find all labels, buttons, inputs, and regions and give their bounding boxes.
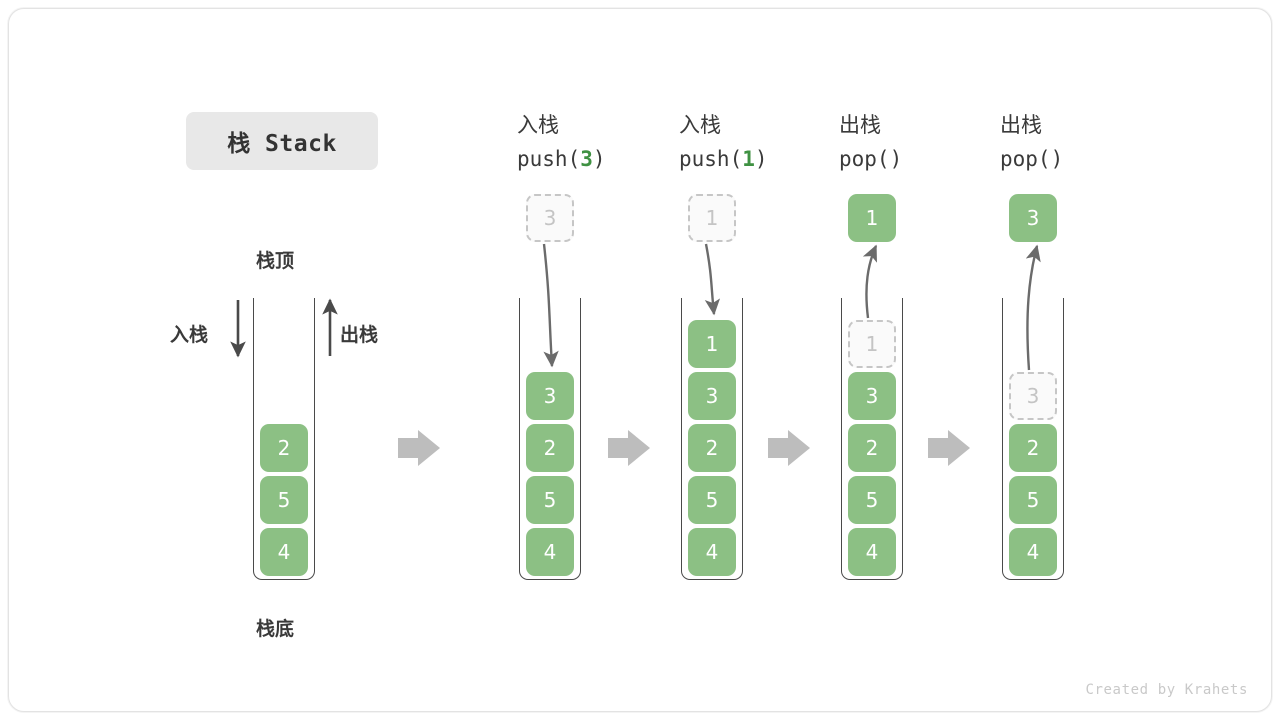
stack-cell: 5 (526, 476, 574, 524)
stack-cell: 4 (526, 528, 574, 576)
step-header-line2: push(3) (517, 142, 606, 176)
step-header: 出栈 pop() (1000, 108, 1063, 176)
floating-cell: 1 (688, 194, 736, 242)
stack-cell: 1 (688, 320, 736, 368)
floating-cell: 3 (526, 194, 574, 242)
step-op-arg: 3 (580, 147, 593, 171)
stack-container (841, 298, 903, 580)
step-header-line1: 出栈 (1000, 113, 1042, 137)
stack-cell: 5 (848, 476, 896, 524)
step-op-close: ) (592, 147, 606, 171)
base-stack-container (253, 298, 315, 580)
step-op-name: push( (517, 147, 581, 171)
push-direction-label: 入栈 (170, 324, 209, 346)
step-header-line1: 入栈 (679, 113, 721, 137)
step-op-close: ) (1050, 147, 1064, 171)
step-header: 出栈 pop() (839, 108, 902, 176)
stack-cell: 5 (260, 476, 308, 524)
step-header: 入栈 push(1) (679, 108, 768, 176)
stack-cell: 1 (848, 320, 896, 368)
step-op-close: ) (754, 147, 768, 171)
step-header-line1: 入栈 (517, 113, 559, 137)
stack-top-label: 栈顶 (256, 250, 295, 272)
stack-cell: 3 (1009, 372, 1057, 420)
footer-credit: Created by Krahets (1085, 682, 1248, 698)
step-header-line2: pop() (839, 142, 902, 176)
diagram-title-chip: 栈 Stack (186, 112, 378, 170)
stack-bottom-label: 栈底 (256, 618, 295, 640)
stack-cell: 5 (688, 476, 736, 524)
floating-cell: 3 (1009, 194, 1057, 242)
floating-cell: 1 (848, 194, 896, 242)
step-header-line2: pop() (1000, 142, 1063, 176)
stack-container (519, 298, 581, 580)
stack-cell: 4 (1009, 528, 1057, 576)
stack-container (681, 298, 743, 580)
step-op-name: pop( (1000, 147, 1051, 171)
stack-cell: 4 (688, 528, 736, 576)
stack-cell: 3 (688, 372, 736, 420)
step-header: 入栈 push(3) (517, 108, 606, 176)
stack-cell: 2 (1009, 424, 1057, 472)
stack-cell: 2 (526, 424, 574, 472)
pop-direction-label: 出栈 (340, 324, 379, 346)
step-op-name: push( (679, 147, 743, 171)
step-header-line1: 出栈 (839, 113, 881, 137)
stack-cell: 3 (526, 372, 574, 420)
stack-cell: 2 (688, 424, 736, 472)
stack-cell: 2 (260, 424, 308, 472)
stack-container (1002, 298, 1064, 580)
step-op-close: ) (889, 147, 903, 171)
stack-cell: 4 (260, 528, 308, 576)
stack-cell: 3 (848, 372, 896, 420)
step-op-name: pop( (839, 147, 890, 171)
stack-cell: 5 (1009, 476, 1057, 524)
stack-cell: 4 (848, 528, 896, 576)
step-header-line2: push(1) (679, 142, 768, 176)
step-op-arg: 1 (742, 147, 755, 171)
stack-cell: 2 (848, 424, 896, 472)
